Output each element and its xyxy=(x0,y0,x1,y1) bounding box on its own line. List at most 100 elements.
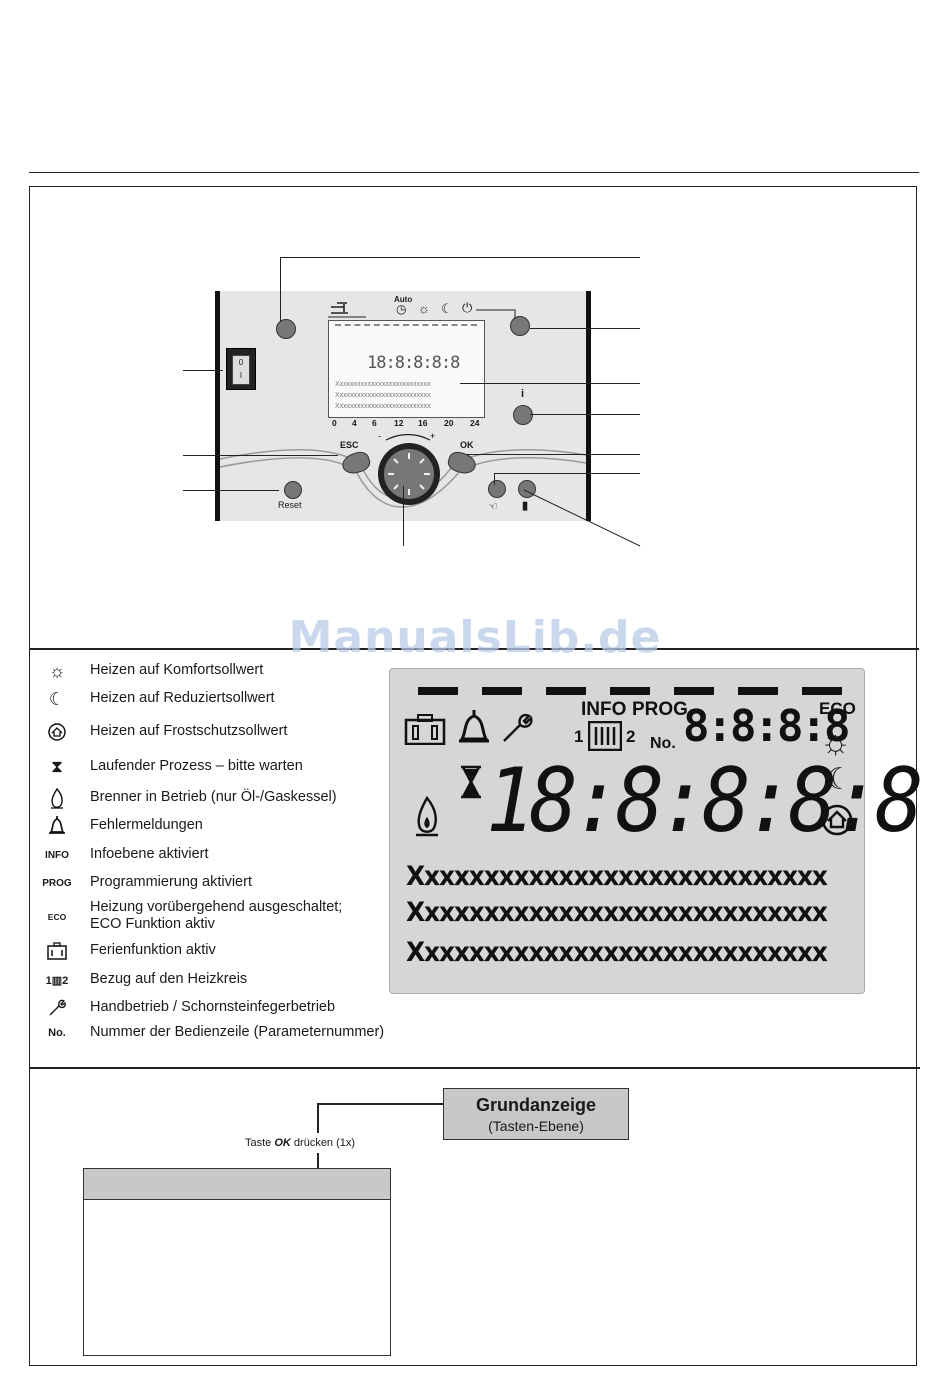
callout-line xyxy=(183,370,223,371)
legend-item: Brenner in Betrieb (nur Öl-/Gaskessel) xyxy=(40,786,420,810)
legend-item: Heizen auf Frostschutzsollwert xyxy=(40,720,420,744)
bell-icon xyxy=(40,814,74,838)
callout-line xyxy=(280,257,640,258)
moon-icon: ☾ xyxy=(826,763,853,796)
prog-label: PROG xyxy=(42,877,72,889)
flame-icon xyxy=(416,795,438,837)
callout-line xyxy=(183,455,338,456)
sun-icon: ☼ xyxy=(820,723,852,761)
lcd-display: INFO PROG ECO 1 2 No. 8:8:8:8 ☼ ☾ 18:8:8… xyxy=(389,668,924,994)
moon-icon: ☾ xyxy=(48,688,66,709)
wrench-icon xyxy=(40,996,74,1020)
callout-diagonal xyxy=(523,489,641,547)
wrench-icon xyxy=(503,713,533,742)
suitcase-icon xyxy=(40,939,74,963)
basic-display-title: Grundanzeige xyxy=(475,1095,596,1115)
rotate-arrow-icon: - + xyxy=(378,431,435,441)
callout-line xyxy=(460,383,640,384)
info-button[interactable] xyxy=(513,405,533,425)
lcd-no-label: No. xyxy=(650,735,676,752)
eco-label: ECO xyxy=(47,912,67,922)
lcd-eco-label: ECO xyxy=(819,699,856,718)
basic-display-subtitle: (Tasten-Ebene) xyxy=(488,1118,584,1134)
legend-item: ⧗ Laufender Prozess – bitte warten xyxy=(40,755,420,779)
section-divider-2 xyxy=(30,1067,920,1069)
svg-text:-: - xyxy=(378,431,381,441)
callout-line xyxy=(494,473,495,485)
callout-line xyxy=(530,414,640,415)
page-frame xyxy=(29,186,917,1366)
reset-label: Reset xyxy=(278,500,302,510)
callout-line xyxy=(530,328,640,329)
hand-icon: ☜ xyxy=(488,501,498,513)
flow-step-label: Taste OK drücken (1x) xyxy=(245,1137,356,1149)
lcd-text-line: Xxxxxxxxxxxxxxxxxxxxxxxxxxxx xyxy=(406,937,828,968)
hourglass-icon: ⧗ xyxy=(51,757,63,776)
lcd-info-label: INFO xyxy=(581,699,627,720)
standby-icon: ⏻ xyxy=(462,300,473,315)
clock-icon: ◷ xyxy=(396,302,407,316)
lcd-text-line: Xxxxxxxxxxxxxxxxxxxxxxxxxxxx xyxy=(406,861,828,892)
menu-box-header xyxy=(84,1169,390,1200)
parameter-digits: 8:8:8:8 xyxy=(683,701,850,752)
legend-item: Ferienfunktion aktiv xyxy=(40,939,420,963)
watermark: ManualsLib.de xyxy=(288,612,662,663)
sun-icon: ☼ xyxy=(48,660,66,681)
auto-label: Auto xyxy=(394,295,413,304)
callout-line xyxy=(183,490,279,491)
legend-item: 1▥2 Bezug auf den Heizkreis xyxy=(40,968,420,992)
legend-item: ECO Heizung vorübergehend ausgeschaltet;… xyxy=(40,899,420,935)
radiator-icon: 1▥2 xyxy=(45,974,69,987)
legend-item: No. Nummer der Bedienzeile (Parameternum… xyxy=(40,1021,420,1045)
legend-item: PROG Programmierung aktiviert xyxy=(40,871,420,895)
esc-label: ESC xyxy=(340,440,359,450)
tap-icon xyxy=(331,302,348,314)
mode-bracket xyxy=(328,309,516,319)
rotary-knob[interactable] xyxy=(376,441,442,507)
top-rule xyxy=(29,172,919,173)
time-scale: 0 4 6 12 16 20 24 xyxy=(332,418,480,428)
callout-line xyxy=(494,473,640,474)
dhw-button[interactable] xyxy=(276,319,296,339)
menu-box xyxy=(83,1168,391,1356)
frost-icon xyxy=(40,720,74,744)
chimney-icon: ▮ xyxy=(522,500,529,512)
frost-icon xyxy=(821,804,853,836)
flow-line xyxy=(317,1103,319,1133)
manual-mode-button[interactable] xyxy=(488,480,506,498)
hourglass-icon xyxy=(461,765,481,799)
mode-button[interactable] xyxy=(510,316,530,336)
ok-label: OK xyxy=(460,440,474,450)
callout-line xyxy=(466,454,640,455)
no-label: No. xyxy=(48,1027,66,1039)
info-icon: i xyxy=(521,388,525,400)
legend-item: INFO Infoebene aktiviert xyxy=(40,843,420,867)
svg-text:+: + xyxy=(430,431,435,441)
small-lcd-digits: 18:8:8:8:8 xyxy=(367,353,460,373)
lcd-prog-label: PROG xyxy=(632,699,688,720)
flow-line xyxy=(317,1153,319,1169)
suitcase-icon xyxy=(404,714,446,745)
basic-display-box: Grundanzeige (Tasten-Ebene) xyxy=(443,1088,629,1140)
lcd-text-line: Xxxxxxxxxxxxxxxxxxxxxxxxxxxx xyxy=(406,897,828,928)
lcd-hk2-label: 2 xyxy=(626,727,636,746)
moon-icon: ☾ xyxy=(441,301,453,316)
flame-icon xyxy=(40,786,74,810)
sun-icon: ☼ xyxy=(418,301,430,316)
callout-line xyxy=(403,486,404,546)
main-value-digits: 18:8:8:8:8 xyxy=(486,749,924,852)
callout-line xyxy=(280,257,281,322)
lcd-hk1-label: 1 xyxy=(574,727,584,746)
legend-item: ☼ Heizen auf Komfortsollwert xyxy=(40,659,420,683)
legend-item: Fehlermeldungen xyxy=(40,814,420,838)
reset-button[interactable] xyxy=(284,481,302,499)
flow-line xyxy=(317,1103,443,1105)
legend-item: ☾ Heizen auf Reduziertsollwert xyxy=(40,687,420,711)
info-label: INFO xyxy=(45,849,69,861)
legend-item: Handbetrieb / Schornsteinfegerbetrieb xyxy=(40,996,420,1020)
section-divider-1 xyxy=(30,648,919,650)
